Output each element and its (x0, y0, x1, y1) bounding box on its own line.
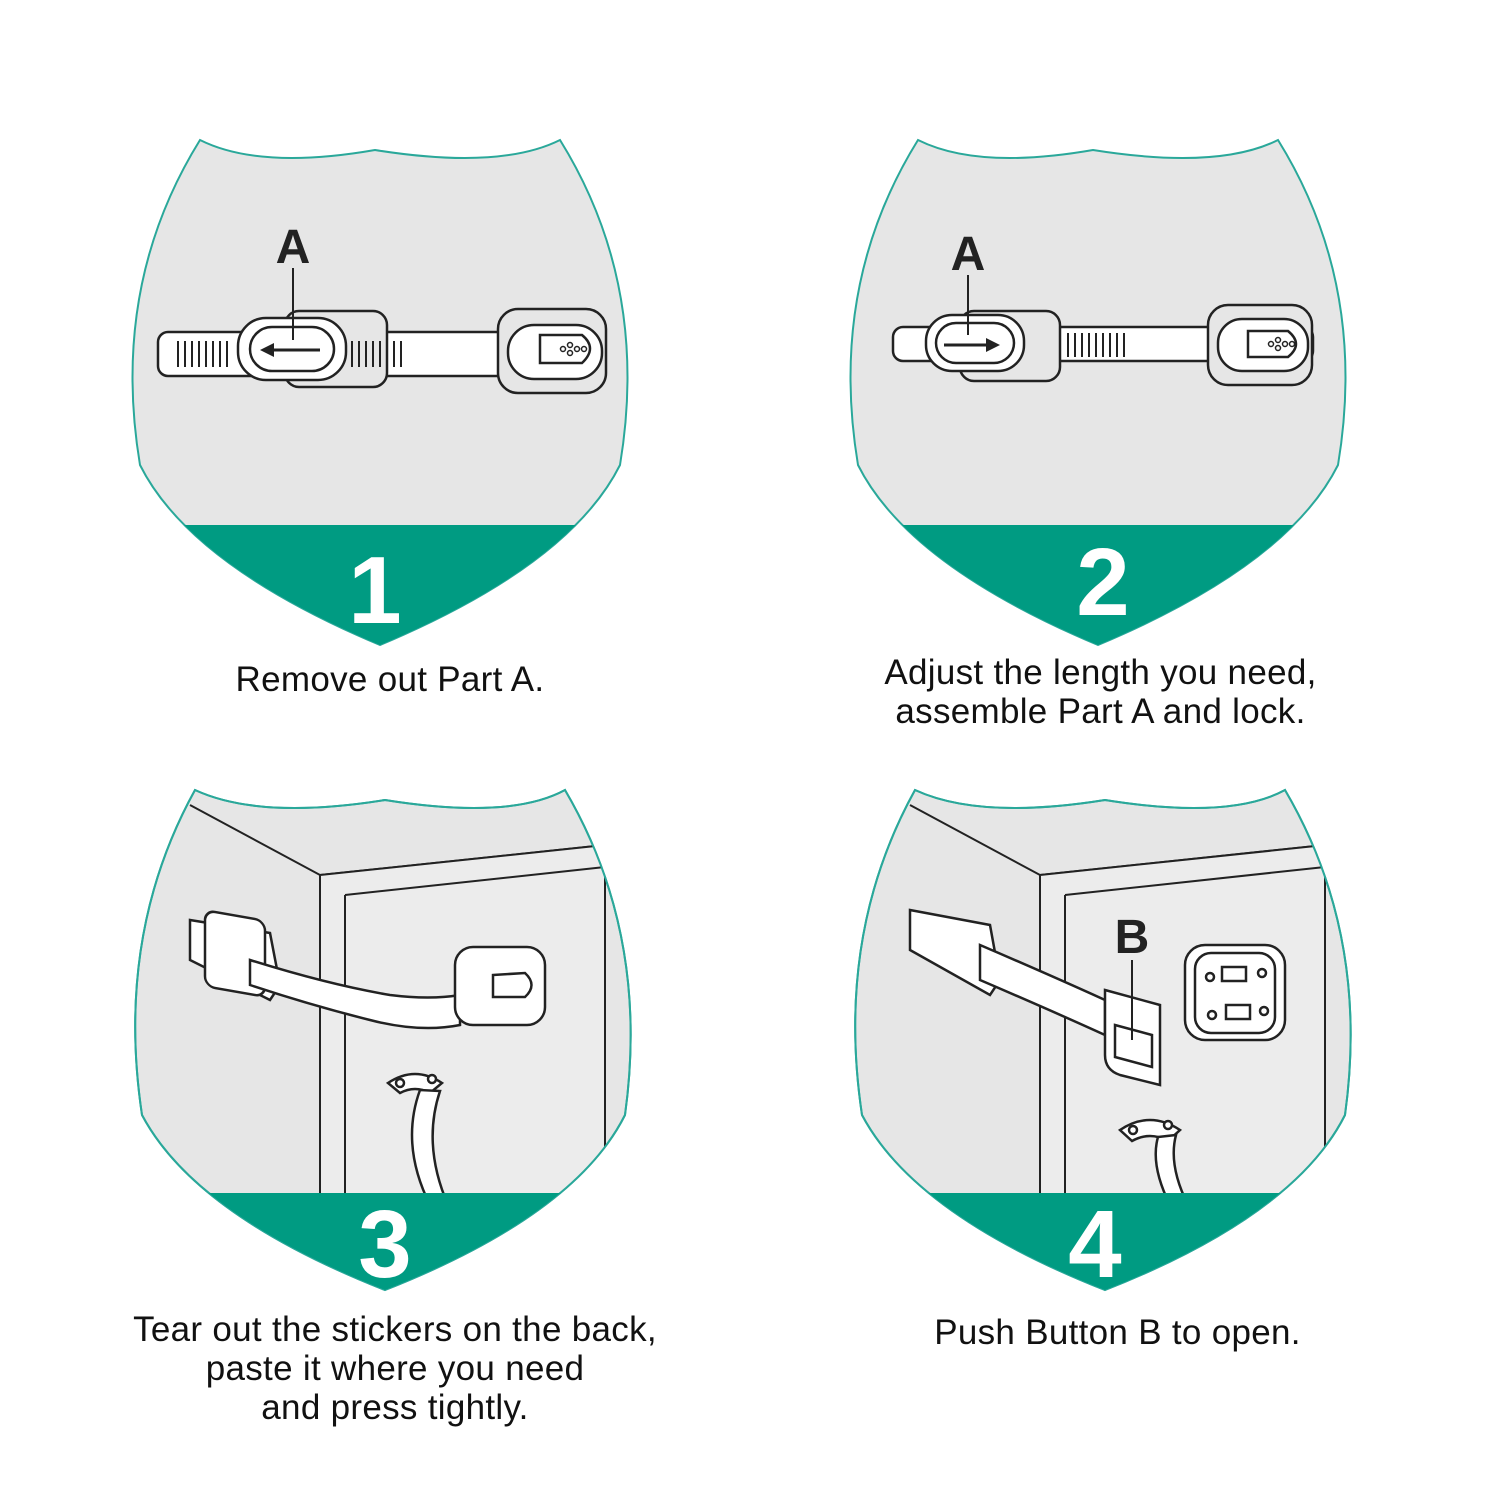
step-2-illustration: A 2 (849, 138, 1347, 647)
part-label-b: B (1115, 911, 1150, 964)
shield-outline (134, 788, 632, 1292)
part-label-a: A (951, 228, 986, 281)
arrow-left-icon (260, 343, 320, 357)
step-4-panel: B 4 (850, 785, 1370, 1315)
step-4-illustration: B 4 (854, 788, 1352, 1298)
strap-lock-icon (188, 910, 547, 1030)
step-2-panel: A 2 (848, 135, 1368, 665)
shield-background (131, 138, 629, 647)
cabinet-scene (188, 804, 606, 1207)
grip-ridges (1067, 333, 1125, 357)
mounting-plate-icon (1183, 943, 1287, 1042)
step-number: 1 (348, 537, 401, 644)
step-3-illustration: 3 (134, 788, 632, 1298)
cabinet-scene (908, 804, 1326, 1207)
step-3-caption: Tear out the stickers on the back, paste… (133, 1310, 657, 1427)
step-4-caption: Push Button B to open. (934, 1313, 1301, 1352)
part-label-a: A (276, 221, 311, 274)
step-1-panel: A 1 (130, 135, 650, 665)
step-3-panel: 3 (130, 785, 650, 1315)
step-number: 3 (358, 1191, 411, 1298)
step-number: 2 (1076, 529, 1129, 636)
strap-lock-icon (908, 908, 1162, 1087)
step-number: 4 (1068, 1191, 1121, 1298)
step-1-illustration: A 1 (131, 138, 629, 647)
shield-outline (854, 788, 1352, 1292)
step-2-caption: Adjust the length you need, assemble Par… (884, 653, 1317, 731)
strap-lock-icon (891, 303, 1315, 387)
arrow-right-icon (944, 338, 1000, 352)
shield-background (849, 138, 1347, 647)
strap-lock-icon (156, 307, 608, 395)
grip-ridges (177, 341, 402, 367)
step-1-caption: Remove out Part A. (235, 660, 545, 699)
